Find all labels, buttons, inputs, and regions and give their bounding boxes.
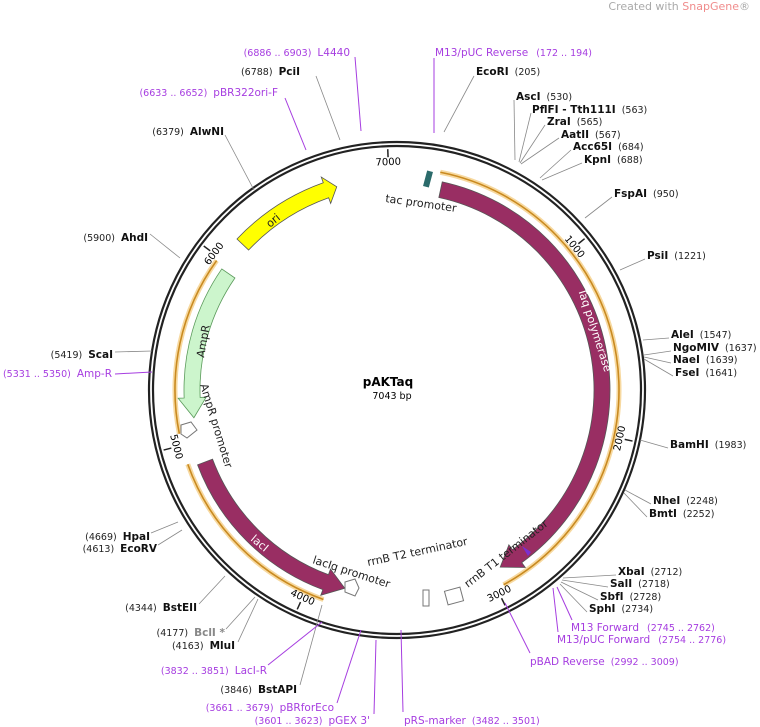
enzyme-ecori[interactable]: EcoRI(205) — [476, 66, 540, 78]
credit-text: Created with — [608, 0, 683, 13]
enzyme-sbfi[interactable]: SbfI(2728) — [600, 591, 661, 603]
credit-brand: SnapGene — [682, 0, 739, 13]
rrnb-t2-mark — [422, 589, 430, 607]
enzyme-bamhi[interactable]: BamHI(1983) — [670, 439, 746, 451]
enzyme-asci[interactable]: AscI(530) — [516, 91, 572, 103]
primer-amp-r[interactable]: (5331 .. 5350)Amp-R — [3, 368, 112, 380]
enzyme-naei[interactable]: NaeI(1639) — [673, 354, 738, 366]
plasmid-name: pAKTaq — [363, 375, 414, 389]
site-labels: EcoRI(205) AscI(530) PflFI - Tth111I(563… — [3, 47, 757, 727]
enzyme-scai[interactable]: (5419)ScaI — [51, 349, 113, 361]
tick-mark — [500, 597, 506, 606]
enzyme-pcii[interactable]: (6788)PciI — [241, 66, 300, 78]
enzyme-aatii[interactable]: AatII(567) — [561, 129, 621, 141]
credit-mark: ® — [739, 0, 750, 13]
orange-arc — [440, 171, 620, 586]
enzyme-bmti[interactable]: BmtI(2252) — [649, 508, 714, 520]
rrnb-t1-label: rrnB T1 terminator — [462, 517, 551, 591]
enzyme-acc65i[interactable]: Acc65I(684) — [573, 141, 644, 153]
laciq-promoter-arrow — [344, 578, 360, 597]
credit: Created with SnapGene® — [608, 0, 750, 13]
primer-m13-puc-forward[interactable]: M13/pUC Forward(2754 .. 2776) — [557, 634, 726, 646]
feature-ori — [236, 176, 338, 251]
tac-promoter-mark — [423, 170, 433, 188]
enzyme-nhei[interactable]: NheI(2248) — [653, 495, 718, 507]
enzyme-pflfi-tth111i[interactable]: PflFI - Tth111I(563) — [532, 104, 647, 116]
ampr-promoter-label: AmpR promoter — [197, 382, 235, 470]
tick-label: 2000 — [612, 425, 628, 452]
tick-mark — [624, 438, 633, 442]
primer-pbr322ori-f[interactable]: (6633 .. 6652)pBR322ori-F — [139, 87, 278, 99]
feature-taq-polymerase — [438, 181, 611, 568]
enzyme-xbai[interactable]: XbaI(2712) — [618, 566, 682, 578]
primer-pgex-3[interactable]: (3601 .. 3623)pGEX 3' — [255, 715, 370, 727]
enzyme-alei[interactable]: AleI(1547) — [671, 329, 731, 341]
enzyme-zrai[interactable]: ZraI(565) — [547, 116, 602, 128]
feature-laci — [197, 458, 346, 596]
enzyme-alwni[interactable]: (6379)AlwNI — [152, 126, 224, 138]
enzyme-psii[interactable]: PsiI(1221) — [647, 250, 706, 262]
enzyme-bstapi[interactable]: (3846)BstAPI — [220, 684, 297, 696]
enzyme-sali[interactable]: SalI(2718) — [610, 578, 670, 590]
primer-prs-marker[interactable]: pRS-marker(3482 .. 3501) — [404, 715, 540, 727]
features — [177, 176, 611, 596]
enzyme-ngomiv[interactable]: NgoMIV(1637) — [673, 342, 757, 354]
leader-lines — [114, 75, 674, 686]
enzyme-bcli[interactable]: (4177)BclI * — [157, 627, 226, 639]
tick-label: 3000 — [486, 584, 514, 605]
primer-laci-r[interactable]: (3832 .. 3851)LacI-R — [161, 665, 267, 677]
enzyme-ahdi[interactable]: (5900)AhdI — [83, 232, 148, 244]
primer-lines — [114, 56, 573, 715]
enzyme-sphi[interactable]: SphI(2734) — [589, 603, 653, 615]
primer-pbad-reverse[interactable]: pBAD Reverse(2992 .. 3009) — [530, 656, 679, 668]
backbone — [147, 140, 647, 640]
orange-arcs — [172, 169, 622, 602]
enzyme-fsei[interactable]: FseI(1641) — [675, 367, 737, 379]
orange-arc — [174, 260, 218, 434]
enzyme-kpni[interactable]: KpnI(688) — [584, 154, 643, 166]
enzyme-hpai[interactable]: (4669)HpaI — [85, 531, 150, 543]
enzyme-fspai[interactable]: FspAI(950) — [614, 188, 679, 200]
ampr-promoter-arrow — [180, 421, 198, 439]
enzyme-bsteii[interactable]: (4344)BstEII — [125, 602, 197, 614]
ampr-label: AmpR — [194, 324, 213, 359]
tick-label: 5000 — [167, 433, 184, 460]
enzyme-mlui[interactable]: (4163)MluI — [172, 640, 235, 652]
tick-mark — [577, 238, 586, 245]
primer-m13-puc-reverse[interactable]: M13/pUC Reverse(172 .. 194) — [435, 47, 592, 59]
plasmid-length: 7043 bp — [372, 391, 411, 402]
primer-m13-forward[interactable]: M13 Forward(2745 .. 2762) — [571, 622, 715, 634]
primer-pbrforeco[interactable]: (3661 .. 3679)pBRforEco — [206, 702, 334, 714]
rrnb-t2-label: rrnB T2 terminator — [366, 535, 469, 569]
tick-label: 7000 — [375, 157, 401, 169]
tick-mark — [163, 447, 172, 451]
feature-ampr — [177, 268, 236, 419]
orange-arc — [187, 463, 324, 601]
primer-l4440[interactable]: (6886 .. 6903)L4440 — [244, 47, 350, 59]
tick-mark — [203, 245, 211, 252]
enzyme-ecorv[interactable]: (4613)EcoRV — [83, 543, 158, 555]
rrnb-t1-mark — [443, 586, 465, 606]
terminator-mark — [522, 546, 531, 556]
tick-mark — [296, 601, 302, 610]
